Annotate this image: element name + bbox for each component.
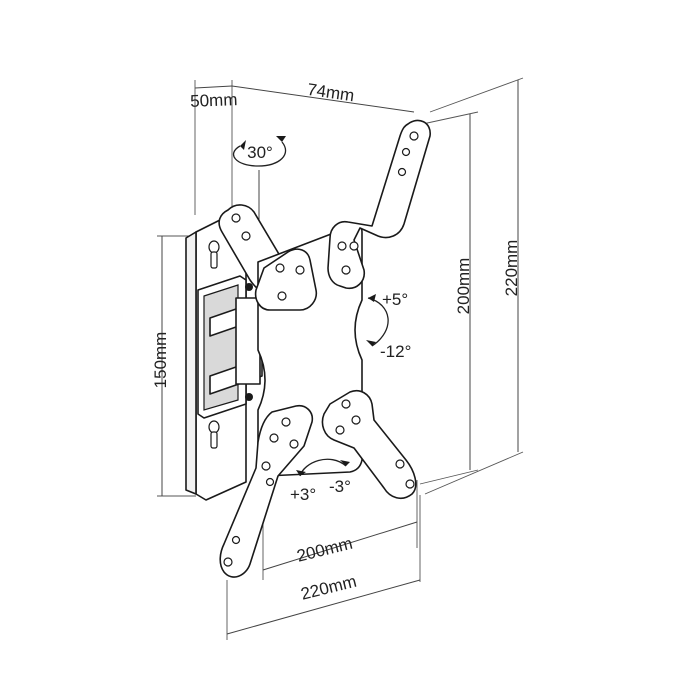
rotate-negative-label: -3° xyxy=(329,477,351,496)
swivel-angle-label: 30° xyxy=(247,143,273,162)
tilt-down-label: -12° xyxy=(380,342,411,361)
vesa-horizontal-inner-label: 200mm xyxy=(295,534,355,566)
rotate-positive-label: +3° xyxy=(290,485,316,504)
vesa-arm-top-left xyxy=(254,248,318,311)
tilt-up-label: +5° xyxy=(382,290,408,309)
hinge-bracket xyxy=(197,275,263,419)
depth-label: 50mm xyxy=(190,90,238,111)
vesa-vertical-outer-label: 220mm xyxy=(502,240,521,297)
vesa-arm-bottom-right xyxy=(321,389,417,500)
wall-plate-height-label: 150mm xyxy=(151,332,170,389)
keyhole-bottom xyxy=(208,420,220,449)
vesa-vertical-inner-label: 200mm xyxy=(454,258,473,315)
vesa-arm-bottom-left xyxy=(219,404,314,578)
rotate-arrow-icon xyxy=(296,458,350,477)
tilt-arrow-icon xyxy=(366,294,389,347)
dimension-lines xyxy=(157,77,524,640)
vesa-arm-top-right xyxy=(327,119,431,290)
arm-length-label: 74mm xyxy=(306,80,355,105)
swivel-arrow-icon xyxy=(233,136,287,167)
keyhole-top xyxy=(208,240,220,269)
vesa-horizontal-outer-label: 220mm xyxy=(299,572,359,604)
